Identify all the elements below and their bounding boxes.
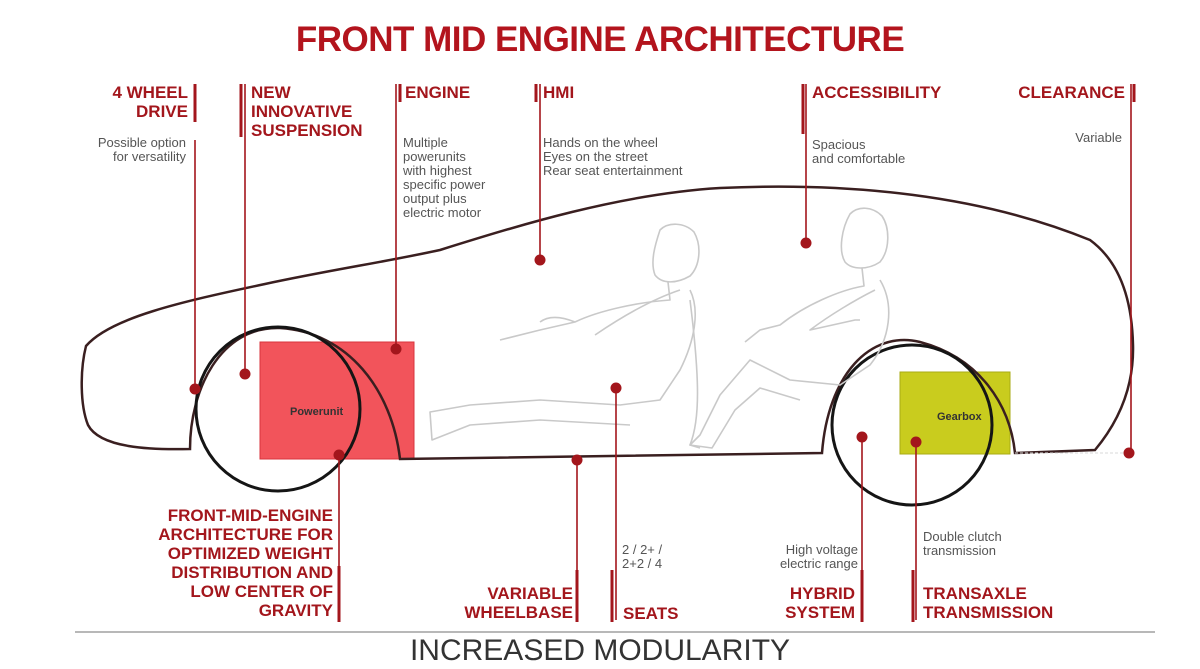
driver-figure bbox=[429, 223, 701, 449]
powerunit-label: Powerunit bbox=[290, 406, 344, 418]
rear-wheel bbox=[830, 343, 994, 507]
engine-heading: ENGINE bbox=[405, 83, 471, 102]
clearance-desc: Variable bbox=[1075, 130, 1122, 145]
hmi-heading: HMI bbox=[543, 83, 575, 102]
powerunit-box bbox=[259, 341, 415, 460]
clearance-heading: CLEARANCE bbox=[1018, 83, 1125, 102]
footer-caption: INCREASED MODULARITY bbox=[409, 634, 791, 667]
front-wheel bbox=[194, 325, 362, 493]
car-body-outline bbox=[80, 185, 1135, 461]
callout-dots bbox=[189, 237, 1135, 466]
passenger-figure bbox=[689, 207, 890, 449]
leader-lines bbox=[194, 84, 1132, 620]
seats-heading: SEATS bbox=[623, 604, 679, 623]
diagram-title: FRONT MID ENGINE ARCHITECTURE bbox=[295, 20, 905, 59]
label-bars bbox=[193, 84, 1136, 622]
accessibility-heading: ACCESSIBILITY bbox=[812, 83, 942, 102]
gearbox-label: Gearbox bbox=[937, 411, 982, 423]
seats-desc: 2 / 2+ /2+2 / 4 bbox=[622, 542, 663, 571]
